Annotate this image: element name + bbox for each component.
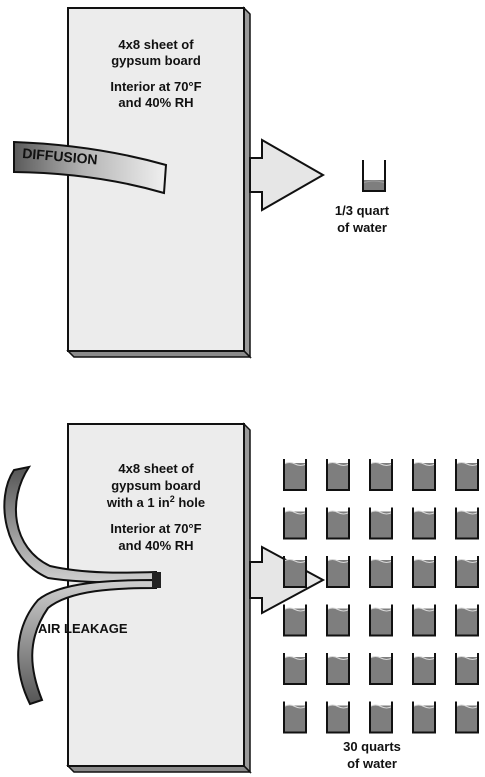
water-container xyxy=(370,459,392,490)
water-container xyxy=(327,702,349,733)
water-container xyxy=(413,702,435,733)
air-leakage-label: AIR LEAKAGE xyxy=(38,621,128,636)
water-container xyxy=(370,556,392,587)
water-container xyxy=(456,605,478,636)
water-container-small xyxy=(363,160,385,191)
water-container xyxy=(456,653,478,684)
water-container xyxy=(284,459,306,490)
bottom-board-line-5: and 40% RH xyxy=(118,538,193,553)
gypsum-board-bottom xyxy=(68,424,250,772)
air-leakage-hole xyxy=(152,572,161,588)
water-container xyxy=(456,556,478,587)
water-container xyxy=(413,459,435,490)
water-container xyxy=(284,702,306,733)
bottom-board-line-3: with a 1 in2 hole xyxy=(106,494,205,510)
water-container xyxy=(327,459,349,490)
bottom-board-line-2: gypsum board xyxy=(111,478,201,493)
water-container xyxy=(284,605,306,636)
top-board-line-3: Interior at 70°F xyxy=(110,79,201,94)
top-result-line-2: of water xyxy=(337,220,387,235)
bottom-board-line-4: Interior at 70°F xyxy=(110,521,201,536)
water-container xyxy=(456,508,478,539)
bottom-panel: 4x8 sheet of gypsum board with a 1 in2 h… xyxy=(4,424,478,772)
bottom-result-line-1: 30 quarts xyxy=(343,739,401,754)
water-container xyxy=(327,653,349,684)
water-container xyxy=(370,702,392,733)
water-container-grid xyxy=(284,459,478,733)
water-container xyxy=(327,605,349,636)
outflow-arrow-top xyxy=(250,140,323,210)
water-container xyxy=(413,653,435,684)
top-board-line-1: 4x8 sheet of xyxy=(118,37,194,52)
water-container xyxy=(413,508,435,539)
water-container xyxy=(370,605,392,636)
bottom-board-line-1: 4x8 sheet of xyxy=(118,461,194,476)
water-container xyxy=(284,556,306,587)
water-container xyxy=(370,653,392,684)
top-result-line-1: 1/3 quart xyxy=(335,203,390,218)
bottom-result-line-2: of water xyxy=(347,756,397,771)
water-container xyxy=(284,508,306,539)
top-panel: 4x8 sheet of gypsum board Interior at 70… xyxy=(14,8,390,357)
water-container xyxy=(413,605,435,636)
water-container xyxy=(327,508,349,539)
water-container xyxy=(327,556,349,587)
water-container xyxy=(456,459,478,490)
water-container xyxy=(370,508,392,539)
water-container xyxy=(413,556,435,587)
water-container xyxy=(456,702,478,733)
top-board-line-2: gypsum board xyxy=(111,53,201,68)
top-board-line-4: and 40% RH xyxy=(118,95,193,110)
water-container xyxy=(284,653,306,684)
